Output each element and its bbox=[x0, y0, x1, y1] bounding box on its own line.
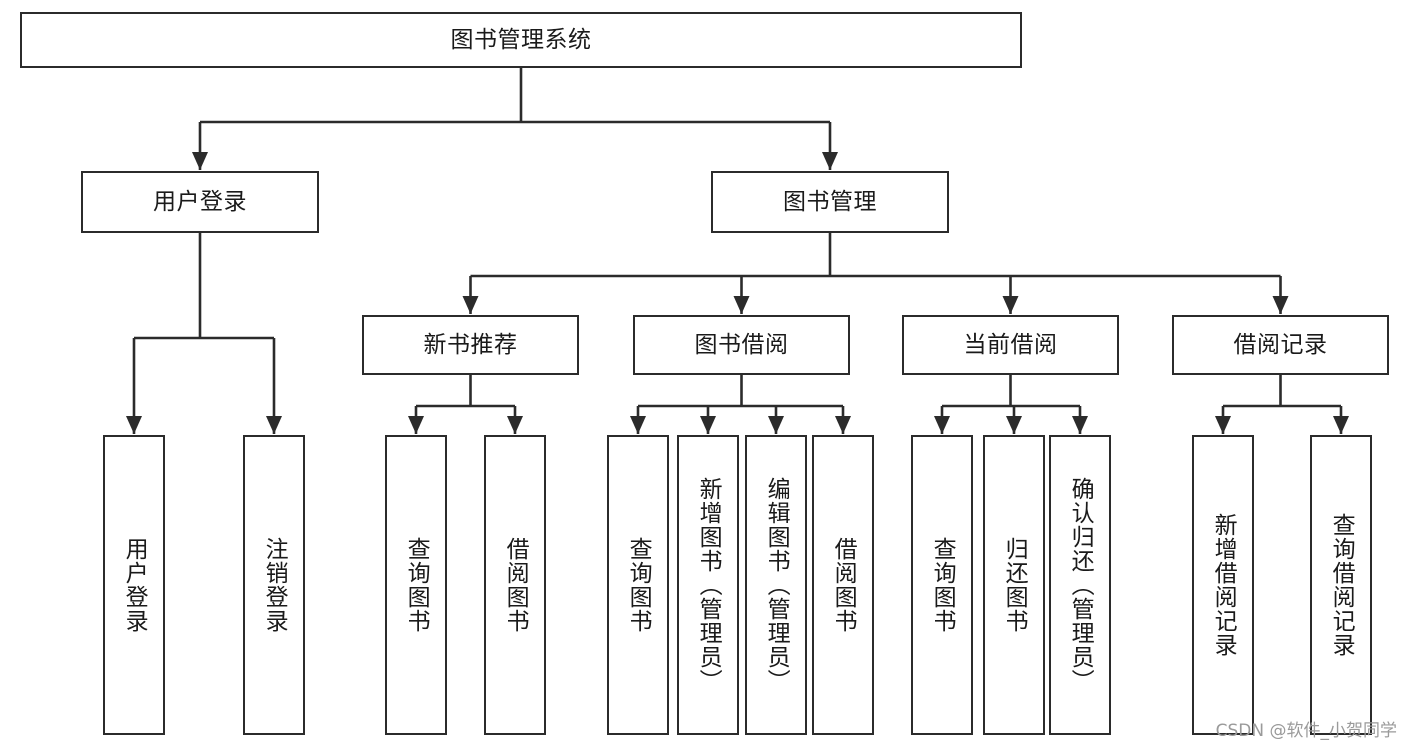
node-label: 借阅图书 bbox=[830, 537, 857, 633]
node-label: 图书借阅 bbox=[694, 331, 789, 358]
node-leaf-borrow-edit[interactable]: 编辑图书（管理员） bbox=[745, 435, 807, 735]
arrowhead-book-borrow-0 bbox=[630, 416, 646, 434]
arrowhead-borrow-record-1 bbox=[1333, 416, 1349, 434]
node-label: 编辑图书（管理员） bbox=[763, 477, 790, 693]
node-label: 新增图书（管理员） bbox=[695, 477, 722, 693]
node-label: 归还图书 bbox=[1001, 537, 1028, 633]
arrowhead-user-login-1 bbox=[266, 416, 282, 434]
arrowhead-book-borrow-2 bbox=[768, 416, 784, 434]
node-leaf-borrow-do[interactable]: 借阅图书 bbox=[812, 435, 874, 735]
node-label: 新增借阅记录 bbox=[1210, 513, 1237, 657]
node-root[interactable]: 图书管理系统 bbox=[20, 12, 1022, 68]
node-label: 图书管理 bbox=[783, 188, 877, 215]
node-leaf-user-login[interactable]: 用户登录 bbox=[103, 435, 165, 735]
node-borrow-record[interactable]: 借阅记录 bbox=[1172, 315, 1389, 375]
node-label: 查询图书 bbox=[403, 537, 430, 633]
node-leaf-rec-add[interactable]: 新增借阅记录 bbox=[1192, 435, 1254, 735]
node-label: 查询图书 bbox=[929, 537, 956, 633]
node-label: 注销登录 bbox=[261, 537, 288, 633]
arrowhead-current-borrow-1 bbox=[1006, 416, 1022, 434]
arrowhead-current-borrow-0 bbox=[934, 416, 950, 434]
arrowhead-root-1 bbox=[822, 152, 838, 170]
arrowhead-new-book-rec-1 bbox=[507, 416, 523, 434]
node-label: 新书推荐 bbox=[423, 331, 518, 358]
node-label: 用户登录 bbox=[153, 188, 247, 215]
arrowhead-user-login-0 bbox=[126, 416, 142, 434]
node-book-manage[interactable]: 图书管理 bbox=[711, 171, 949, 233]
node-leaf-cur-return[interactable]: 归还图书 bbox=[983, 435, 1045, 735]
arrowhead-new-book-rec-0 bbox=[408, 416, 424, 434]
node-leaf-borrow-query[interactable]: 查询图书 bbox=[607, 435, 669, 735]
arrowhead-book-manage-3 bbox=[1272, 296, 1289, 314]
node-leaf-rec-query2[interactable]: 查询借阅记录 bbox=[1310, 435, 1372, 735]
node-leaf-user-logout[interactable]: 注销登录 bbox=[243, 435, 305, 735]
watermark-text: CSDN @软件_小贺同学 bbox=[1215, 721, 1397, 741]
node-label: 当前借阅 bbox=[963, 331, 1058, 358]
node-user-login[interactable]: 用户登录 bbox=[81, 171, 319, 233]
node-leaf-cur-query[interactable]: 查询图书 bbox=[911, 435, 973, 735]
node-label: 查询借阅记录 bbox=[1328, 513, 1355, 657]
node-leaf-cur-confirm[interactable]: 确认归还（管理员） bbox=[1049, 435, 1111, 735]
node-label: 用户登录 bbox=[121, 537, 148, 633]
arrowhead-book-borrow-3 bbox=[835, 416, 851, 434]
node-book-borrow[interactable]: 图书借阅 bbox=[633, 315, 850, 375]
node-label: 确认归还（管理员） bbox=[1067, 477, 1094, 693]
node-leaf-rec-borrow[interactable]: 借阅图书 bbox=[484, 435, 546, 735]
arrowhead-book-manage-0 bbox=[462, 296, 479, 314]
node-label: 查询图书 bbox=[625, 537, 652, 633]
arrowhead-current-borrow-2 bbox=[1072, 416, 1088, 434]
node-label: 借阅记录 bbox=[1233, 331, 1328, 358]
node-new-book-rec[interactable]: 新书推荐 bbox=[362, 315, 579, 375]
arrowhead-book-borrow-1 bbox=[700, 416, 716, 434]
arrowhead-book-manage-1 bbox=[733, 296, 750, 314]
node-leaf-rec-query[interactable]: 查询图书 bbox=[385, 435, 447, 735]
node-label: 借阅图书 bbox=[502, 537, 529, 633]
arrowhead-book-manage-2 bbox=[1002, 296, 1019, 314]
node-current-borrow[interactable]: 当前借阅 bbox=[902, 315, 1119, 375]
node-label: 图书管理系统 bbox=[450, 26, 592, 53]
node-leaf-borrow-add[interactable]: 新增图书（管理员） bbox=[677, 435, 739, 735]
arrowhead-borrow-record-0 bbox=[1215, 416, 1231, 434]
arrowhead-root-0 bbox=[192, 152, 208, 170]
